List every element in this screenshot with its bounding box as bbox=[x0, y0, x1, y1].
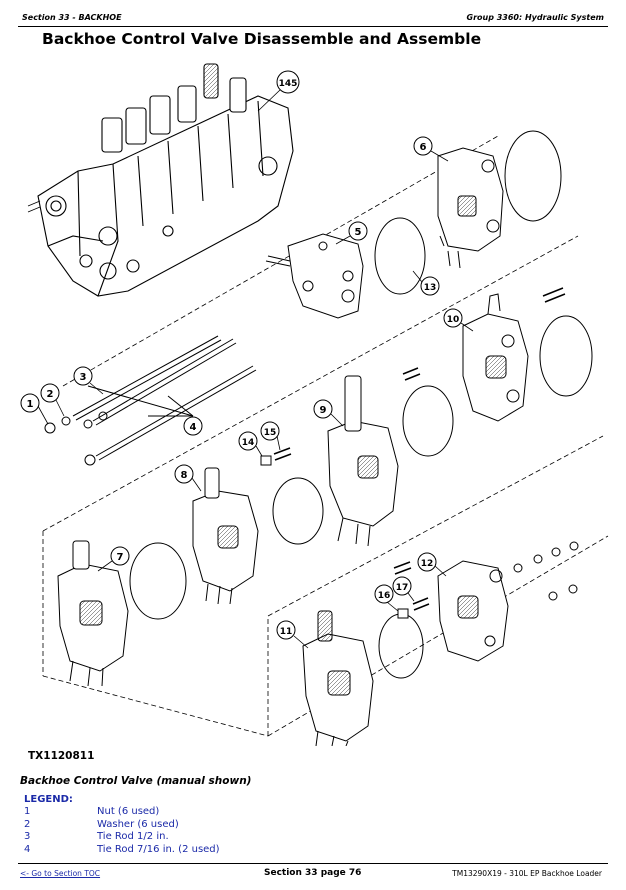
callout-15: 15 bbox=[260, 421, 280, 441]
callout-5: 5 bbox=[348, 221, 368, 241]
valve-section-7 bbox=[57, 540, 129, 687]
callout-1: 1 bbox=[20, 393, 40, 413]
figure-caption: Backhoe Control Valve (manual shown) bbox=[20, 775, 252, 787]
svg-text:3: 3 bbox=[80, 372, 87, 383]
valve-section-8 bbox=[192, 467, 259, 605]
callout-16: 16 bbox=[374, 584, 394, 604]
legend-item-number: 3 bbox=[24, 831, 31, 842]
group-label: Group 3360: Hydraulic System bbox=[466, 13, 604, 22]
go-to-section-toc-link[interactable]: <- Go to Section TOC bbox=[20, 869, 101, 878]
legend-item-number: 1 bbox=[24, 806, 31, 817]
valve-section-5 bbox=[265, 233, 364, 319]
plug-14-15 bbox=[260, 447, 292, 466]
svg-text:7: 7 bbox=[117, 552, 124, 563]
legend-item-text: Washer (6 used) bbox=[97, 818, 179, 830]
nuts-washers-right bbox=[513, 541, 579, 601]
svg-text:17: 17 bbox=[396, 583, 409, 593]
svg-text:10: 10 bbox=[447, 315, 460, 325]
page-footer: <- Go to Section TOC Section 33 page 76 … bbox=[18, 863, 608, 882]
svg-text:12: 12 bbox=[421, 559, 434, 569]
svg-text:8: 8 bbox=[181, 470, 188, 481]
leader-lines bbox=[37, 89, 474, 649]
callout-7: 7 bbox=[110, 546, 130, 566]
callout-10: 10 bbox=[443, 308, 463, 328]
callout-6: 6 bbox=[413, 136, 433, 156]
exploded-view-diagram: 145 6 5 13 10 1 2 3 4 9 14 15 8 7 12 bbox=[20, 63, 609, 746]
svg-text:16: 16 bbox=[378, 591, 391, 601]
spring-12 bbox=[393, 561, 412, 575]
svg-text:1: 1 bbox=[27, 399, 34, 410]
legend-item-text: Tie Rod 1/2 in. bbox=[97, 831, 169, 842]
callout-14: 14 bbox=[238, 431, 258, 451]
svg-text:4: 4 bbox=[190, 422, 197, 433]
page-header: Section 33 - BACKHOE Group 3360: Hydraul… bbox=[18, 10, 608, 27]
legend-item-number: 2 bbox=[24, 818, 31, 830]
callout-9: 9 bbox=[313, 399, 333, 419]
legend-item-text: Nut (6 used) bbox=[97, 806, 160, 817]
spring-10 bbox=[542, 287, 566, 303]
tie-rods bbox=[44, 335, 257, 466]
o-ring-10 bbox=[539, 315, 593, 397]
callout-13: 13 bbox=[420, 276, 440, 296]
o-ring-12 bbox=[378, 613, 424, 679]
page-number: Section 33 page 76 bbox=[264, 868, 362, 878]
callout-12: 12 bbox=[417, 552, 437, 572]
svg-text:14: 14 bbox=[242, 438, 255, 448]
legend-title: LEGEND: bbox=[24, 794, 73, 805]
valve-section-11 bbox=[302, 610, 374, 746]
valve-section-9 bbox=[327, 375, 399, 547]
callout-2: 2 bbox=[40, 383, 60, 403]
callout-11: 11 bbox=[276, 620, 296, 640]
callouts: 145 6 5 13 10 1 2 3 4 9 14 15 8 7 12 bbox=[20, 70, 463, 640]
callout-4: 4 bbox=[183, 416, 203, 436]
document-id: TM13290X19 - 310L EP Backhoe Loader bbox=[452, 869, 602, 878]
svg-text:15: 15 bbox=[264, 428, 277, 438]
svg-text:2: 2 bbox=[47, 389, 54, 400]
o-ring-8 bbox=[272, 477, 324, 545]
legend-item-number: 4 bbox=[24, 843, 31, 855]
svg-text:11: 11 bbox=[280, 627, 293, 637]
callout-145: 145 bbox=[276, 70, 300, 94]
callout-8: 8 bbox=[174, 464, 194, 484]
figure-number: TX1120811 bbox=[28, 750, 95, 762]
svg-text:5: 5 bbox=[355, 227, 362, 238]
o-ring-13-upper bbox=[504, 130, 562, 222]
plug-16-17 bbox=[397, 597, 430, 619]
spring-9 bbox=[402, 367, 421, 381]
valve-section-12 bbox=[437, 560, 509, 662]
page-title: Backhoe Control Valve Disassemble and As… bbox=[42, 30, 482, 48]
svg-text:13: 13 bbox=[424, 283, 437, 293]
valve-assembly bbox=[27, 63, 294, 297]
callout-3: 3 bbox=[73, 366, 93, 386]
svg-text:9: 9 bbox=[320, 405, 327, 416]
o-ring-13 bbox=[374, 217, 426, 295]
legend-item-text: Tie Rod 7/16 in. (2 used) bbox=[97, 843, 220, 855]
o-ring-9 bbox=[402, 385, 454, 457]
section-label: Section 33 - BACKHOE bbox=[22, 13, 122, 22]
o-ring-7 bbox=[129, 542, 187, 620]
valve-section-6 bbox=[437, 147, 504, 269]
valve-section-10 bbox=[462, 293, 529, 422]
svg-text:6: 6 bbox=[420, 142, 427, 153]
callout-17: 17 bbox=[392, 576, 412, 596]
svg-text:145: 145 bbox=[279, 79, 298, 89]
